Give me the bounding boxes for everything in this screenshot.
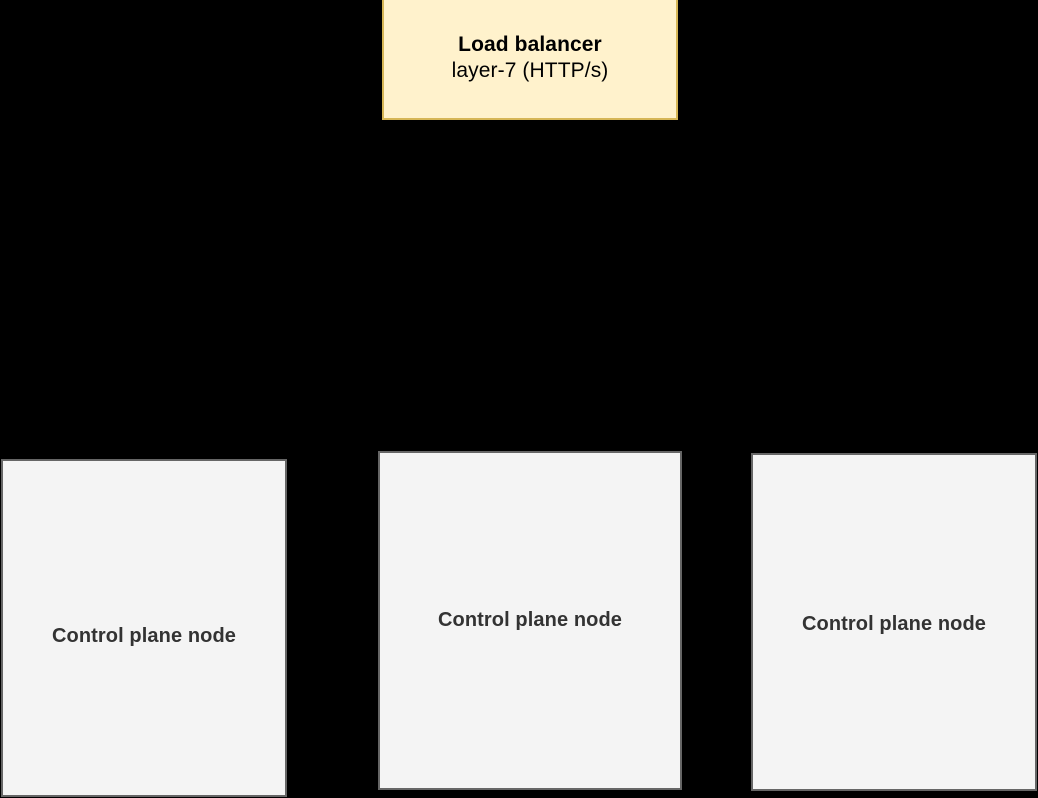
load-balancer-node[interactable]: Load balancer layer-7 (HTTP/s): [382, 0, 678, 120]
load-balancer-title: Load balancer: [458, 32, 602, 56]
control-plane-node-3[interactable]: Control plane node: [751, 453, 1037, 791]
control-plane-node-1-label: Control plane node: [51, 624, 237, 647]
load-balancer-subtitle: layer-7 (HTTP/s): [451, 59, 609, 82]
control-plane-node-2[interactable]: Control plane node: [378, 451, 682, 790]
control-plane-node-2-label: Control plane node: [437, 609, 623, 631]
control-plane-node-3-label: Control plane node: [801, 612, 987, 635]
control-plane-node-1[interactable]: Control plane node: [1, 459, 287, 797]
